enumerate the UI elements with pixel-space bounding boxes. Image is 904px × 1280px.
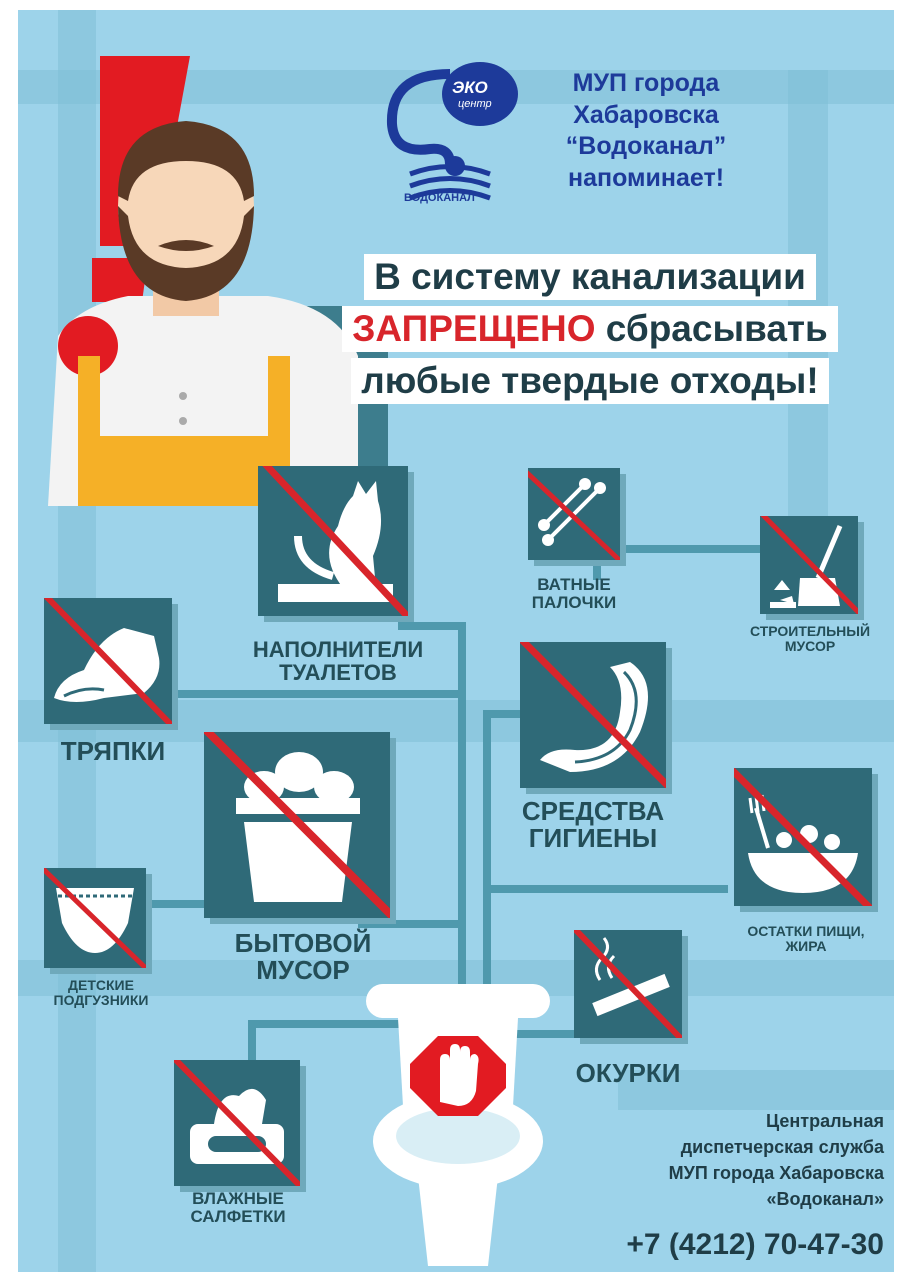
prohibition-slash (44, 598, 172, 724)
phone-number: +7 (4212) 70-47-30 (626, 1228, 884, 1261)
connector-line (248, 1020, 458, 1028)
household-waste-card (204, 732, 390, 918)
connector-line (398, 622, 466, 630)
bg-pipe (618, 1070, 894, 1110)
dispatch-contact: Центральная диспетчерская служба МУП гор… (669, 1108, 884, 1212)
connector-line (483, 1030, 583, 1038)
contact-line: МУП города Хабаровска (668, 1163, 884, 1184)
headline-line-2: ЗАПРЕЩЕНО сбрасывать (342, 306, 838, 352)
contact-line: диспетчерская служба (680, 1137, 884, 1158)
cigarettes-label: ОКУРКИ (575, 1058, 681, 1088)
organization-name: МУП города Хабаровска “Водоканал” напоми… (546, 68, 746, 194)
diapers-label: ДЕТСКИЕ ПОДГУЗНИКИ (53, 977, 149, 1008)
rags-label: ТРЯПКИ (60, 736, 166, 766)
prohibition-slash (520, 642, 666, 788)
cat-litter-icon (278, 481, 393, 602)
construction-waste-label: СТРОИТЕЛЬНЫЙ МУСОР (749, 623, 871, 654)
prohibition-slash (574, 930, 682, 1038)
toilet-stop-icon (366, 984, 550, 1266)
cotton-buds-label: ВАТНЫЕ ПАЛОЧКИ (531, 575, 617, 612)
org-line: напоминает! (567, 163, 725, 192)
headline: В систему канализации ЗАПРЕЩЕНО сбрасыва… (310, 254, 870, 410)
contact-line: Центральная (766, 1111, 884, 1131)
connector-line (358, 920, 458, 928)
prohibition-slash (204, 732, 390, 918)
prohibition-slash (760, 516, 858, 614)
food-waste-card (734, 768, 872, 906)
headline-line-2-rest: сбрасывать (595, 308, 828, 349)
logo-center: центр (458, 98, 492, 110)
cigarettes-card (574, 930, 682, 1038)
pad-icon (540, 662, 648, 772)
construction-waste-card (760, 516, 858, 614)
prohibition-slash (528, 470, 620, 560)
ekocenter-logo-icon (386, 62, 518, 201)
connector-line (483, 710, 523, 718)
cat-litter-label: НАПОЛНИТЕЛИ ТУАЛЕТОВ (252, 637, 424, 686)
wet-wipes-label: ВЛАЖНЫЕ САЛФЕТКИ (190, 1189, 286, 1226)
org-line: МУП города (572, 69, 720, 97)
prohibition-slash (44, 868, 146, 968)
poster: ЭКО центр ВОДОКАНАЛ МУП города Хабаровск… (18, 10, 894, 1272)
hygiene-products-label: СРЕДСТВА ГИГИЕНЫ (521, 796, 665, 854)
diapers-card (44, 868, 146, 968)
headline-forbidden: ЗАПРЕЩЕНО (352, 308, 596, 349)
headline-line-1: В систему канализации (364, 254, 816, 300)
connector-line (576, 545, 766, 553)
connector-line (248, 1020, 256, 1080)
connector-line (178, 690, 458, 698)
prohibition-slash (262, 466, 408, 616)
rags-card (44, 598, 172, 724)
hygiene-products-card (520, 642, 666, 788)
household-waste-label: БЫТОВОЙ МУСОР (234, 928, 372, 986)
logo-eko: ЭКО (452, 78, 488, 97)
cat-litter-card (258, 466, 408, 616)
logo-vodokanal: ВОДОКАНАЛ (404, 192, 475, 204)
prohibition-slash (734, 768, 872, 906)
connector-line (483, 885, 728, 893)
org-line: “Водоканал” (565, 132, 727, 160)
wet-wipes-card (174, 1060, 300, 1186)
food-waste-label: ОСТАТКИ ПИЩИ, ЖИРА (747, 923, 865, 954)
connector-line (458, 625, 466, 1025)
cotton-buds-card (528, 468, 620, 560)
contact-line: «Водоканал» (766, 1189, 884, 1210)
headline-line-3: любые твердые отходы! (351, 358, 829, 404)
prohibition-slash (174, 1060, 300, 1186)
connector-line (593, 550, 601, 580)
connector-line (148, 900, 218, 908)
org-line: Хабаровска (573, 100, 719, 129)
